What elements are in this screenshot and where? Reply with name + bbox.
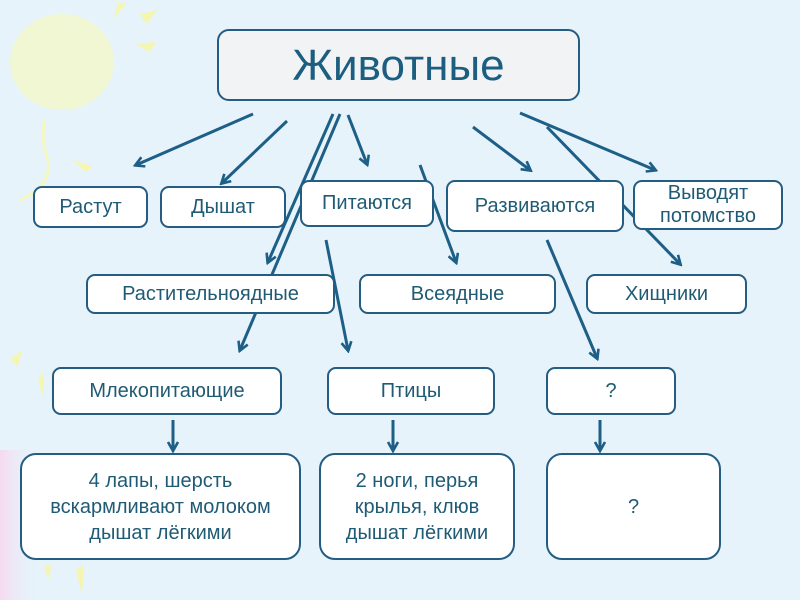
node-label: Растут [59,195,122,218]
node-mammals: Млекопитающие [52,367,282,415]
unknown-description: ? [546,453,721,560]
node-reproduce: Выводят потомство [633,180,783,230]
root-label: Животные [292,40,505,90]
bird-description: 2 ноги, перья крылья, клюв дышат лёгкими [319,453,515,560]
node-predators: Хищники [586,274,747,314]
description-text: 2 ноги, перья крылья, клюв дышат лёгкими [345,469,489,544]
node-label: ? [605,379,617,402]
node-label: Млекопитающие [89,379,245,402]
sparkle-icons [10,2,158,595]
node-breathe: Дышат [160,186,286,228]
root-node-animals: Животные [217,29,580,101]
description-text: ? [627,495,640,518]
node-develop: Развиваются [446,180,624,232]
node-eat: Питаются [300,180,434,227]
node-label: Выводят потомство [659,182,756,227]
node-label: Всеядные [410,282,505,305]
node-grow: Растут [33,186,148,228]
description-text: 4 лапы, шерсть вскармливают молоком дыша… [50,469,271,544]
mammal-description: 4 лапы, шерсть вскармливают молоком дыша… [20,453,301,560]
node-omnivores: Всеядные [359,274,556,314]
node-label: Хищники [624,282,709,305]
balloon-icon [10,14,114,202]
node-label: Дышат [191,195,255,218]
node-birds: Птицы [327,367,495,415]
node-label: Питаются [322,192,412,214]
node-label: Птицы [380,379,442,402]
node-label: Развиваются [474,194,596,217]
node-unknown-class: ? [546,367,676,415]
node-herbivores: Растительноядные [86,274,335,314]
node-label: Растительноядные [122,282,299,305]
